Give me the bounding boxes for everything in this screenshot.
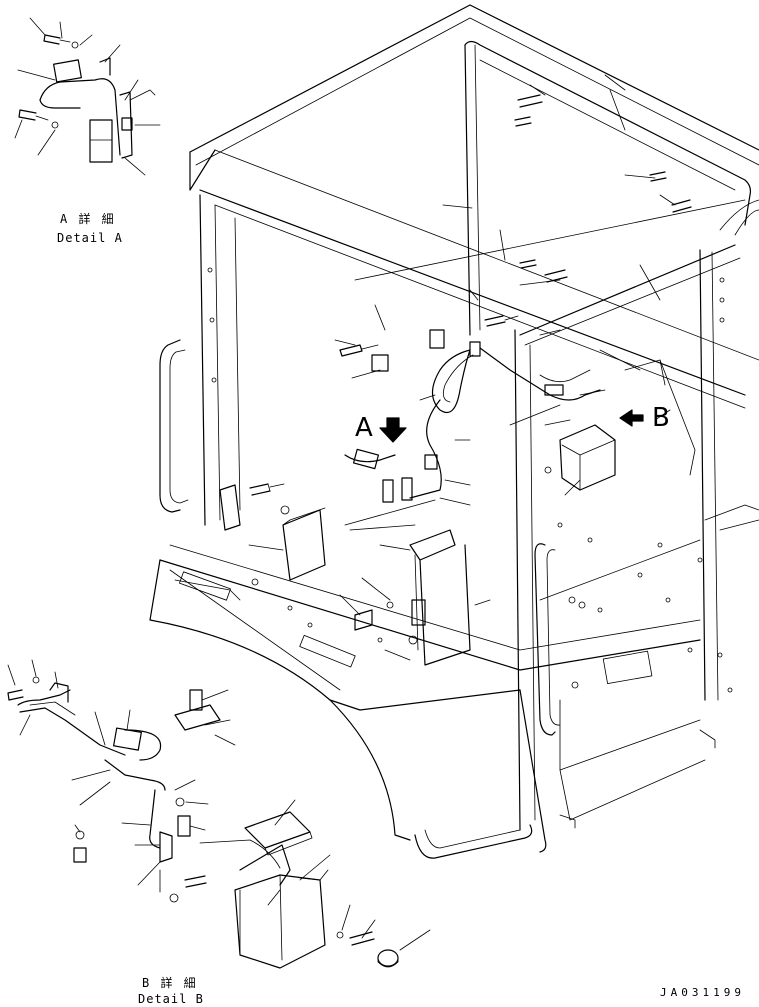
- detail-b-drawing: [7, 659, 431, 969]
- callout-arrows: [379, 409, 644, 443]
- detail-a-subtitle: Detail A: [57, 231, 123, 245]
- floor-holes: [207, 267, 733, 693]
- callout-a-label: A: [355, 413, 373, 443]
- leader-lines: [248, 74, 676, 661]
- detail-a-drawing: [14, 17, 161, 176]
- wiring-harness: [344, 329, 601, 503]
- callout-b-label: B: [652, 403, 670, 433]
- cab-frame: [199, 40, 759, 831]
- detail-a-title: A 詳 細: [60, 212, 116, 226]
- drawing-number: JA031199: [660, 986, 745, 999]
- grab-handles: [159, 339, 561, 736]
- detail-b-subtitle: Detail B: [138, 992, 204, 1006]
- detail-b-title: B 詳 細: [142, 976, 198, 990]
- main-bolts: [249, 94, 692, 645]
- cab-roof: [189, 4, 759, 409]
- cab-floor: [149, 504, 759, 859]
- brackets: [219, 359, 696, 666]
